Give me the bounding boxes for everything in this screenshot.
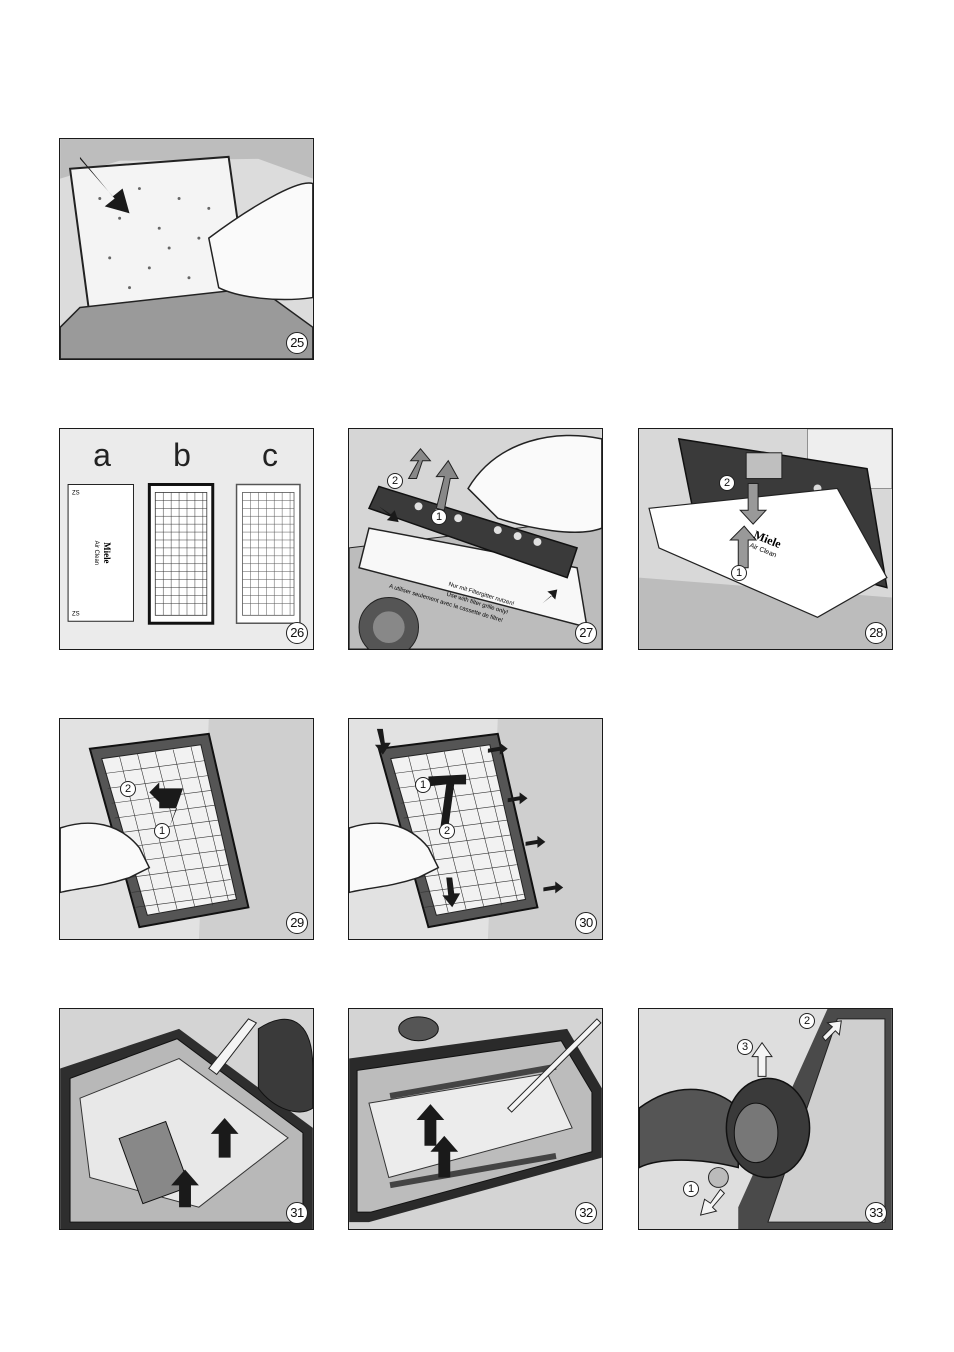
lift-arrow-2 [210,1118,239,1158]
filter-sheet-insert-illustration: Miele Air Clean [639,429,892,649]
figure-number: 29 [286,912,308,934]
figure-25: 25 [59,138,314,360]
filter-insert-illustration [60,139,313,359]
label-b: b [173,437,191,473]
step-2-marker: 2 [387,473,403,489]
turn-arrow [699,1188,726,1216]
filter-grille-insert-illustration [349,719,602,939]
sheet-brand: Miele [102,542,112,563]
lift-arrow-2 [430,1135,459,1178]
step-2-marker: 2 [799,1013,815,1029]
figure-number: 31 [286,1202,308,1224]
figure-32: 32 [348,1008,603,1230]
filter-c-mesh [242,492,295,616]
figure-26: a b c Miele Air Clean ZS ZS 26 [59,428,314,650]
step-1-marker: 1 [415,777,431,793]
figure-number: 28 [865,622,887,644]
nozzle-connector-removal-illustration [639,1009,892,1229]
figure-number: 33 [865,1202,887,1224]
filter-removal-illustration: Nur mit Filtergitter nutzen! Use with fi… [349,429,602,649]
figure-30: 1 2 30 [348,718,603,940]
figure-number: 25 [286,332,308,354]
figure-31: 31 [59,1008,314,1230]
sheet-code-bottom: ZS [72,611,80,617]
label-a: a [93,437,111,473]
step-1-marker: 1 [731,565,747,581]
figure-33: 3 2 1 33 [638,1008,893,1230]
insert-arrow [79,156,130,214]
step-1-marker: 1 [431,509,447,525]
figure-number: 26 [286,622,308,644]
step-2-marker: 2 [120,781,136,797]
figure-27: Nur mit Filtergitter nutzen! Use with fi… [348,428,603,650]
figure-number: 27 [575,622,597,644]
lift-arrow-1 [171,1169,199,1208]
push-arrow [821,1020,842,1042]
lift-arrow [751,1041,773,1077]
filter-b-mesh [155,492,207,616]
floor-tool-brush-removal-illustration [60,1009,313,1229]
step-2-marker: 2 [439,823,455,839]
lift-arrow-1 [416,1104,445,1146]
figure-28: Miele Air Clean 2 1 28 [638,428,893,650]
label-c: c [262,437,278,473]
sheet-product: Air Clean [93,541,99,565]
filter-parts-illustration: Miele Air Clean ZS ZS [67,483,301,625]
floor-tool-strip-removal-illustration [349,1009,602,1229]
figure-29: 2 1 29 [59,718,314,940]
step-1-marker: 1 [683,1181,699,1197]
lift-arrow [149,782,184,829]
step-1-marker: 1 [154,823,170,839]
filter-grille-removal-illustration [60,719,313,939]
step-3-marker: 3 [737,1039,753,1055]
figure-number: 30 [575,912,597,934]
step-2-marker: 2 [719,475,735,491]
sheet-code-top: ZS [72,490,80,496]
figure-number: 32 [575,1202,597,1224]
